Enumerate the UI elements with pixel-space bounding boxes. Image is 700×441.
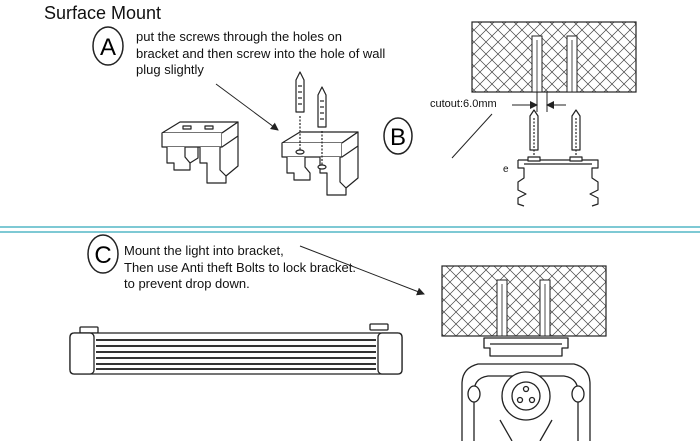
- section-divider-top: [0, 226, 700, 228]
- mounted-fixture-end: [461, 337, 591, 441]
- page-title: Surface Mount: [44, 3, 162, 23]
- bracket-with-screws-drawing: [281, 71, 359, 196]
- step-a-badge: A: [92, 26, 124, 66]
- step-b-leader-line: [451, 113, 493, 159]
- section-divider-bottom: [0, 231, 700, 233]
- cutout-dimension-label: cutout:6.0mm: [430, 98, 497, 110]
- step-c-line-3: to prevent drop down.: [124, 276, 250, 291]
- step-a-arrow: [215, 83, 279, 131]
- step-c-arrow: [299, 245, 425, 296]
- step-a-letter: A: [100, 34, 116, 61]
- step-b-letter: B: [390, 124, 406, 151]
- dimension-cutout: [512, 92, 566, 112]
- light-fixture-drawing: [69, 323, 403, 375]
- step-c-letter: C: [94, 242, 111, 269]
- step-b-badge: B: [383, 117, 413, 155]
- step-c-line-1: Mount the light into bracket,: [124, 243, 284, 258]
- step-a-instruction: put the screws through the holes on brac…: [136, 29, 386, 77]
- step-c-line-2: Then use Anti theft Bolts to lock bracke…: [124, 259, 356, 275]
- step-c-instruction: Mount the light into bracket, Then use A…: [124, 243, 384, 293]
- dimension-e-label: e: [503, 164, 509, 175]
- step-c-badge: C: [87, 234, 119, 274]
- ceiling-block-b: [471, 21, 637, 93]
- bracket-drawing: [161, 121, 239, 184]
- ceiling-block-c: [441, 265, 607, 337]
- bracket-section-b: [517, 109, 599, 207]
